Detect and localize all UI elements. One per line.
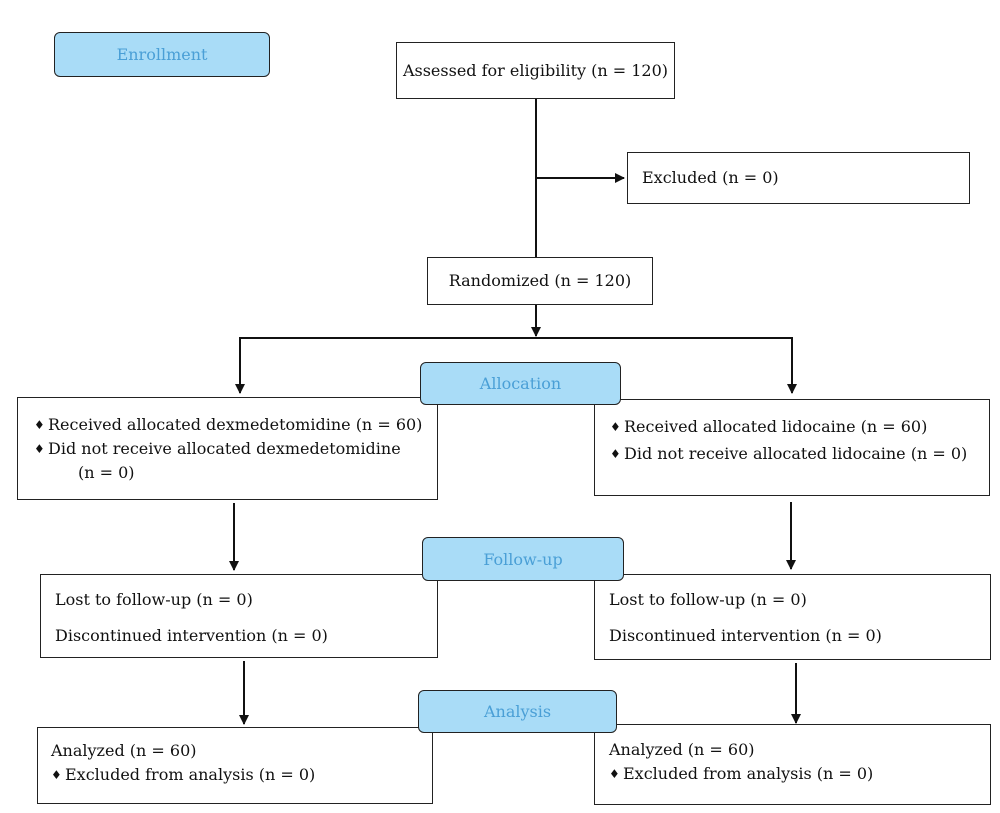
right-followup-box: Lost to follow-up (n = 0) Discontinued i… xyxy=(594,574,991,660)
stage-follow-up-label: Follow-up xyxy=(483,549,563,569)
right-analysis-box: Analyzed (n = 60) ♦ Excluded from analys… xyxy=(594,724,991,805)
right-allocation-box: ♦ Received allocated lidocaine (n = 60) … xyxy=(594,399,990,496)
diamond-bullet-icon: ♦ xyxy=(609,767,620,781)
diamond-bullet-icon: ♦ xyxy=(610,447,621,461)
diamond-bullet-icon: ♦ xyxy=(34,418,45,432)
right-allocation-received-text: Received allocated lidocaine (n = 60) xyxy=(624,417,928,436)
stage-follow-up: Follow-up xyxy=(422,537,624,581)
left-analysis-excluded: ♦ Excluded from analysis (n = 0) xyxy=(51,764,432,786)
assessed-box: Assessed for eligibility (n = 120) xyxy=(396,42,675,99)
stage-analysis-label: Analysis xyxy=(483,702,552,721)
left-allocation-received-text: Received allocated dexmedetomidine (n = … xyxy=(48,415,423,434)
stage-enrollment: Enrollment xyxy=(54,32,270,77)
diamond-bullet-icon: ♦ xyxy=(51,768,62,782)
left-allocation-not-received: ♦ Did not receive allocated dexmedetomid… xyxy=(34,438,437,460)
right-allocation-received: ♦ Received allocated lidocaine (n = 60) xyxy=(610,416,989,438)
left-allocation-received: ♦ Received allocated dexmedetomidine (n … xyxy=(34,414,437,436)
left-analysis-excluded-text: Excluded from analysis (n = 0) xyxy=(65,765,316,784)
stage-allocation-label: Allocation xyxy=(479,374,562,393)
left-followup-lost: Lost to follow-up (n = 0) xyxy=(55,590,253,609)
left-allocation-not-received-text: Did not receive allocated dexmedetomidin… xyxy=(48,439,401,458)
excluded-text: Excluded (n = 0) xyxy=(642,168,779,187)
right-followup-lost: Lost to follow-up (n = 0) xyxy=(609,590,807,609)
left-followup-discontinued: Discontinued intervention (n = 0) xyxy=(55,626,328,645)
diamond-bullet-icon: ♦ xyxy=(610,420,621,434)
right-analysis-excluded: ♦ Excluded from analysis (n = 0) xyxy=(609,763,990,785)
left-allocation-box: ♦ Received allocated dexmedetomidine (n … xyxy=(17,397,438,500)
left-followup-box: Lost to follow-up (n = 0) Discontinued i… xyxy=(40,574,438,658)
diamond-bullet-icon: ♦ xyxy=(34,442,45,456)
right-analysis-analyzed: Analyzed (n = 60) xyxy=(609,740,755,759)
stage-enrollment-label: Enrollment xyxy=(116,45,208,64)
left-analysis-box: Analyzed (n = 60) ♦ Excluded from analys… xyxy=(37,727,433,804)
randomized-box: Randomized (n = 120) xyxy=(427,257,653,305)
left-analysis-analyzed: Analyzed (n = 60) xyxy=(51,741,197,760)
stage-allocation: Allocation xyxy=(420,362,621,405)
stage-analysis: Analysis xyxy=(418,690,617,733)
assessed-text: Assessed for eligibility (n = 120) xyxy=(402,60,669,80)
right-analysis-excluded-text: Excluded from analysis (n = 0) xyxy=(623,764,874,783)
right-allocation-not-received-text: Did not receive allocated lidocaine (n =… xyxy=(624,444,968,463)
right-allocation-not-received: ♦ Did not receive allocated lidocaine (n… xyxy=(610,443,989,465)
excluded-box: Excluded (n = 0) xyxy=(627,152,970,204)
randomized-text: Randomized (n = 120) xyxy=(448,271,632,290)
right-followup-discontinued: Discontinued intervention (n = 0) xyxy=(609,626,882,645)
left-allocation-not-received-count: (n = 0) xyxy=(78,463,135,482)
